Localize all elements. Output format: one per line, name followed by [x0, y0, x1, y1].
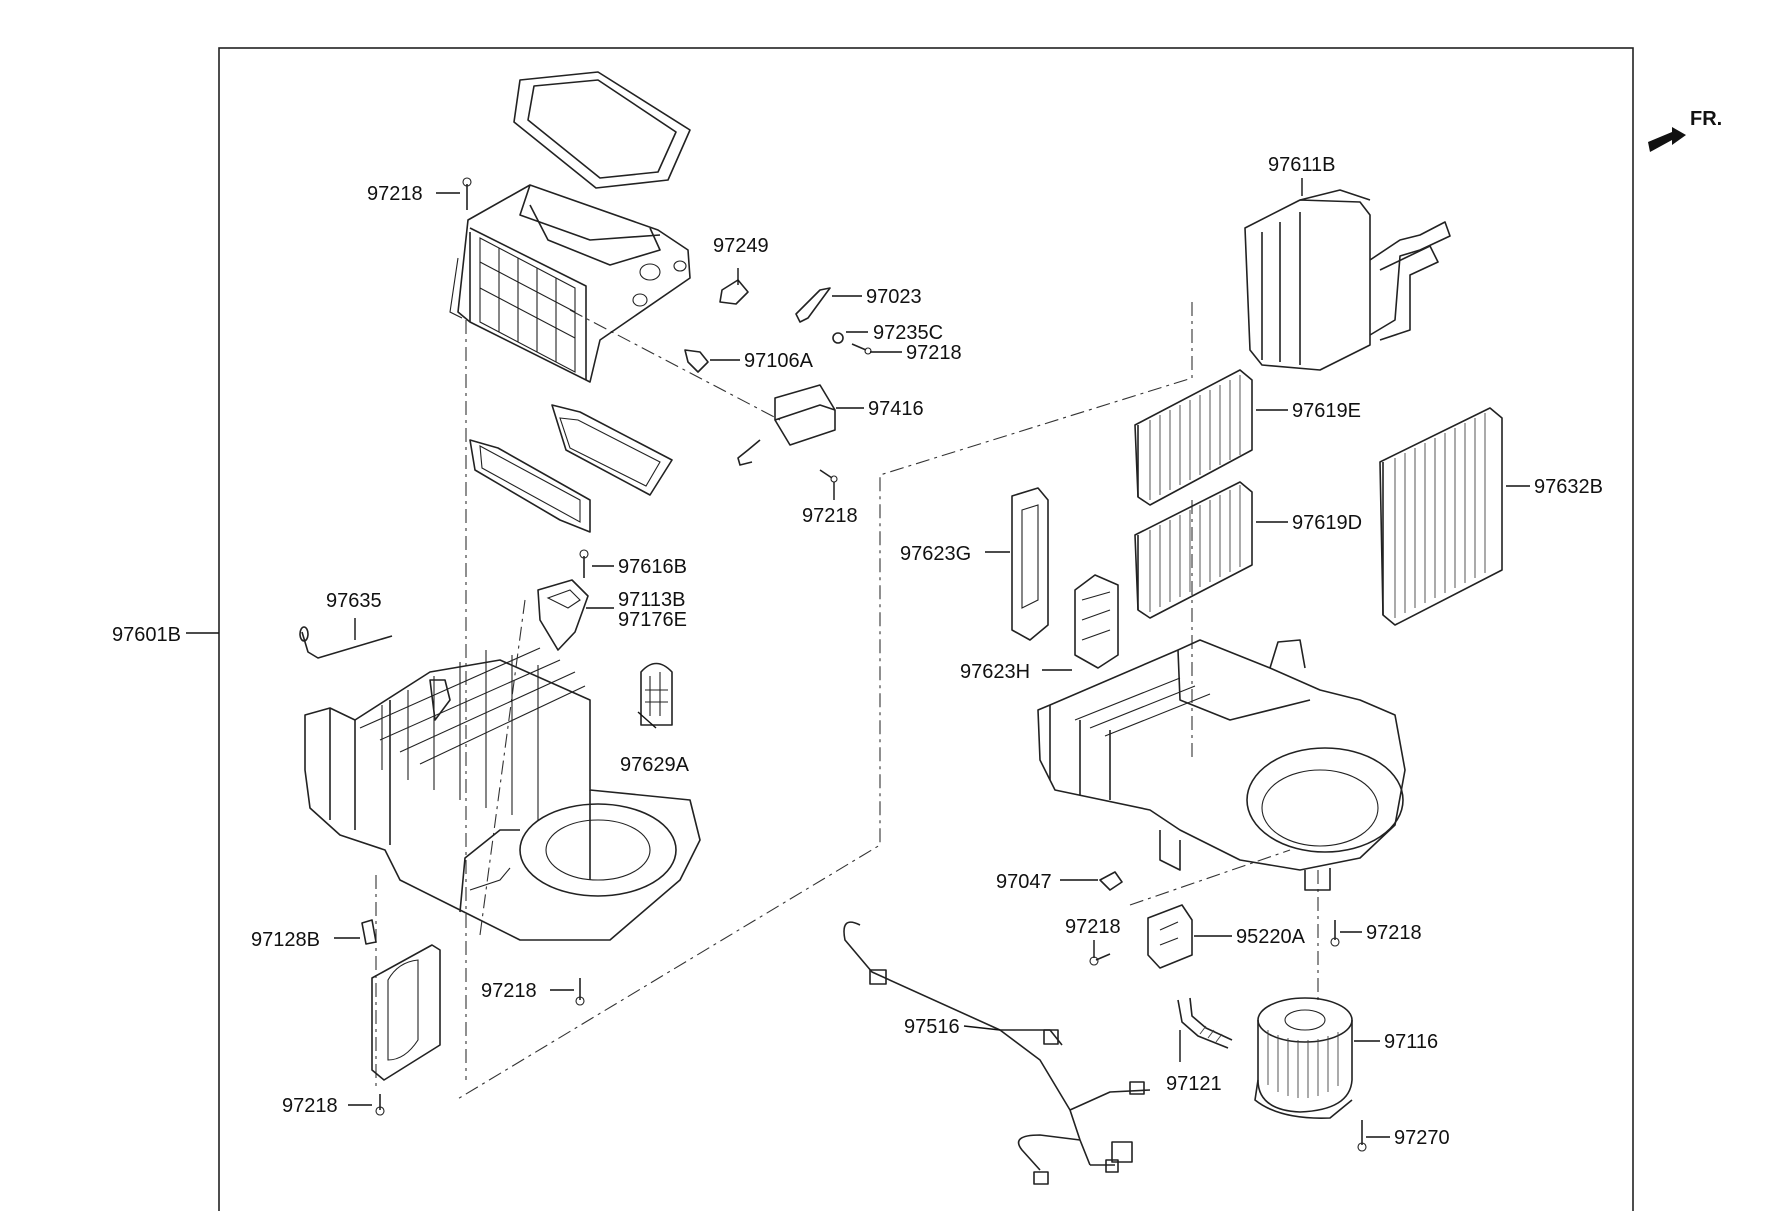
door-lever-97023 [795, 287, 831, 323]
callout-97632B: 97632B [1534, 476, 1603, 498]
callout-97023: 97023 [866, 286, 922, 308]
screw-97218-g [1330, 920, 1340, 947]
callout-97616B: 97616B [618, 556, 687, 578]
cabin-filter-97619E [1134, 369, 1253, 506]
callout-97218-b: 97218 [906, 342, 962, 364]
callout-97113B: 97113B [618, 589, 685, 611]
cabin-filter-97632B [1379, 407, 1503, 626]
intake-duct-housing [449, 184, 691, 383]
callout-97047: 97047 [996, 871, 1052, 893]
screw-97218-f [1089, 953, 1111, 966]
front-direction-arrow-icon [1648, 127, 1686, 152]
callout-97623G: 97623G [900, 543, 971, 565]
callout-97629A: 97629A [620, 754, 690, 776]
callout-97416: 97416 [868, 398, 924, 420]
callout-97218-g: 97218 [1366, 922, 1422, 944]
mode-door-plate [551, 404, 673, 496]
callout-97619D: 97619D [1292, 512, 1362, 534]
callout-labels: 97601B 97218 97249 97023 97235C 97218 97… [112, 154, 1603, 1149]
actuator-link-97249 [719, 279, 749, 305]
blower-motor-97116 [1254, 997, 1353, 1119]
filter-cover-97623G [1011, 487, 1049, 641]
blower-lower-case [304, 647, 701, 941]
screw-97616B [579, 549, 589, 578]
callout-97516: 97516 [904, 1016, 960, 1038]
callout-97121: 97121 [1166, 1073, 1222, 1095]
intake-seal-gasket [513, 71, 691, 189]
washer-97235C [832, 332, 844, 344]
screw-97270 [1357, 1120, 1367, 1152]
front-direction-label: FR. [1690, 108, 1722, 130]
callout-97176E: 97176E [618, 609, 687, 631]
screw-97218-c [819, 469, 838, 483]
callout-97235C: 97235C [873, 322, 943, 344]
temp-door-plate [469, 439, 591, 533]
callout-97270: 97270 [1394, 1127, 1450, 1149]
leader-lines [186, 178, 1530, 1138]
power-transistor-95220A [1147, 904, 1193, 969]
resistor-axis-line [1129, 849, 1291, 906]
blower-resistor-97113B [537, 579, 589, 651]
clip-97047 [1099, 871, 1123, 891]
screw-97218-a [462, 177, 472, 210]
callout-97106A: 97106A [744, 350, 814, 372]
callout-97128B: 97128B [251, 929, 320, 951]
screw-97218-b [851, 343, 872, 355]
callout-97218-a: 97218 [367, 183, 423, 205]
filter-cover-97623H [1074, 574, 1119, 669]
callout-97218-c: 97218 [802, 505, 858, 527]
callout-97611B: 97611B [1268, 154, 1335, 176]
temperature-sensor-97635 [299, 626, 393, 659]
blower-upper-case [1037, 639, 1406, 891]
evaporator-core-97611B [1244, 189, 1451, 371]
clip-97128B [361, 919, 377, 945]
actuator-axis-line [569, 309, 781, 421]
air-grille-97629A [640, 662, 673, 726]
assembly-boundary-line [455, 302, 1193, 1101]
callout-97623H: 97623H [960, 661, 1030, 683]
callout-97218-e: 97218 [282, 1095, 338, 1117]
cabin-filter-97619D [1134, 481, 1253, 619]
callout-97218-f: 97218 [1065, 916, 1121, 938]
callout-97249: 97249 [713, 235, 769, 257]
screw-97218-d [575, 978, 585, 1006]
callout-97218-d: 97218 [481, 980, 537, 1002]
mounting-bracket [371, 944, 441, 1081]
callout-97635: 97635 [326, 590, 382, 612]
callout-97116: 97116 [1384, 1031, 1438, 1053]
resistor-link-line [479, 599, 526, 936]
callout-97619E: 97619E [1292, 400, 1361, 422]
mode-actuator-97416 [737, 384, 836, 466]
wiring-harness-97516 [843, 921, 1151, 1185]
callout-95220A: 95220A [1236, 926, 1306, 948]
screw-97218-e [375, 1094, 385, 1116]
lever-97106A [684, 349, 709, 373]
callout-97601B: 97601B [112, 624, 181, 646]
cooling-hose-97121 [1177, 997, 1233, 1049]
